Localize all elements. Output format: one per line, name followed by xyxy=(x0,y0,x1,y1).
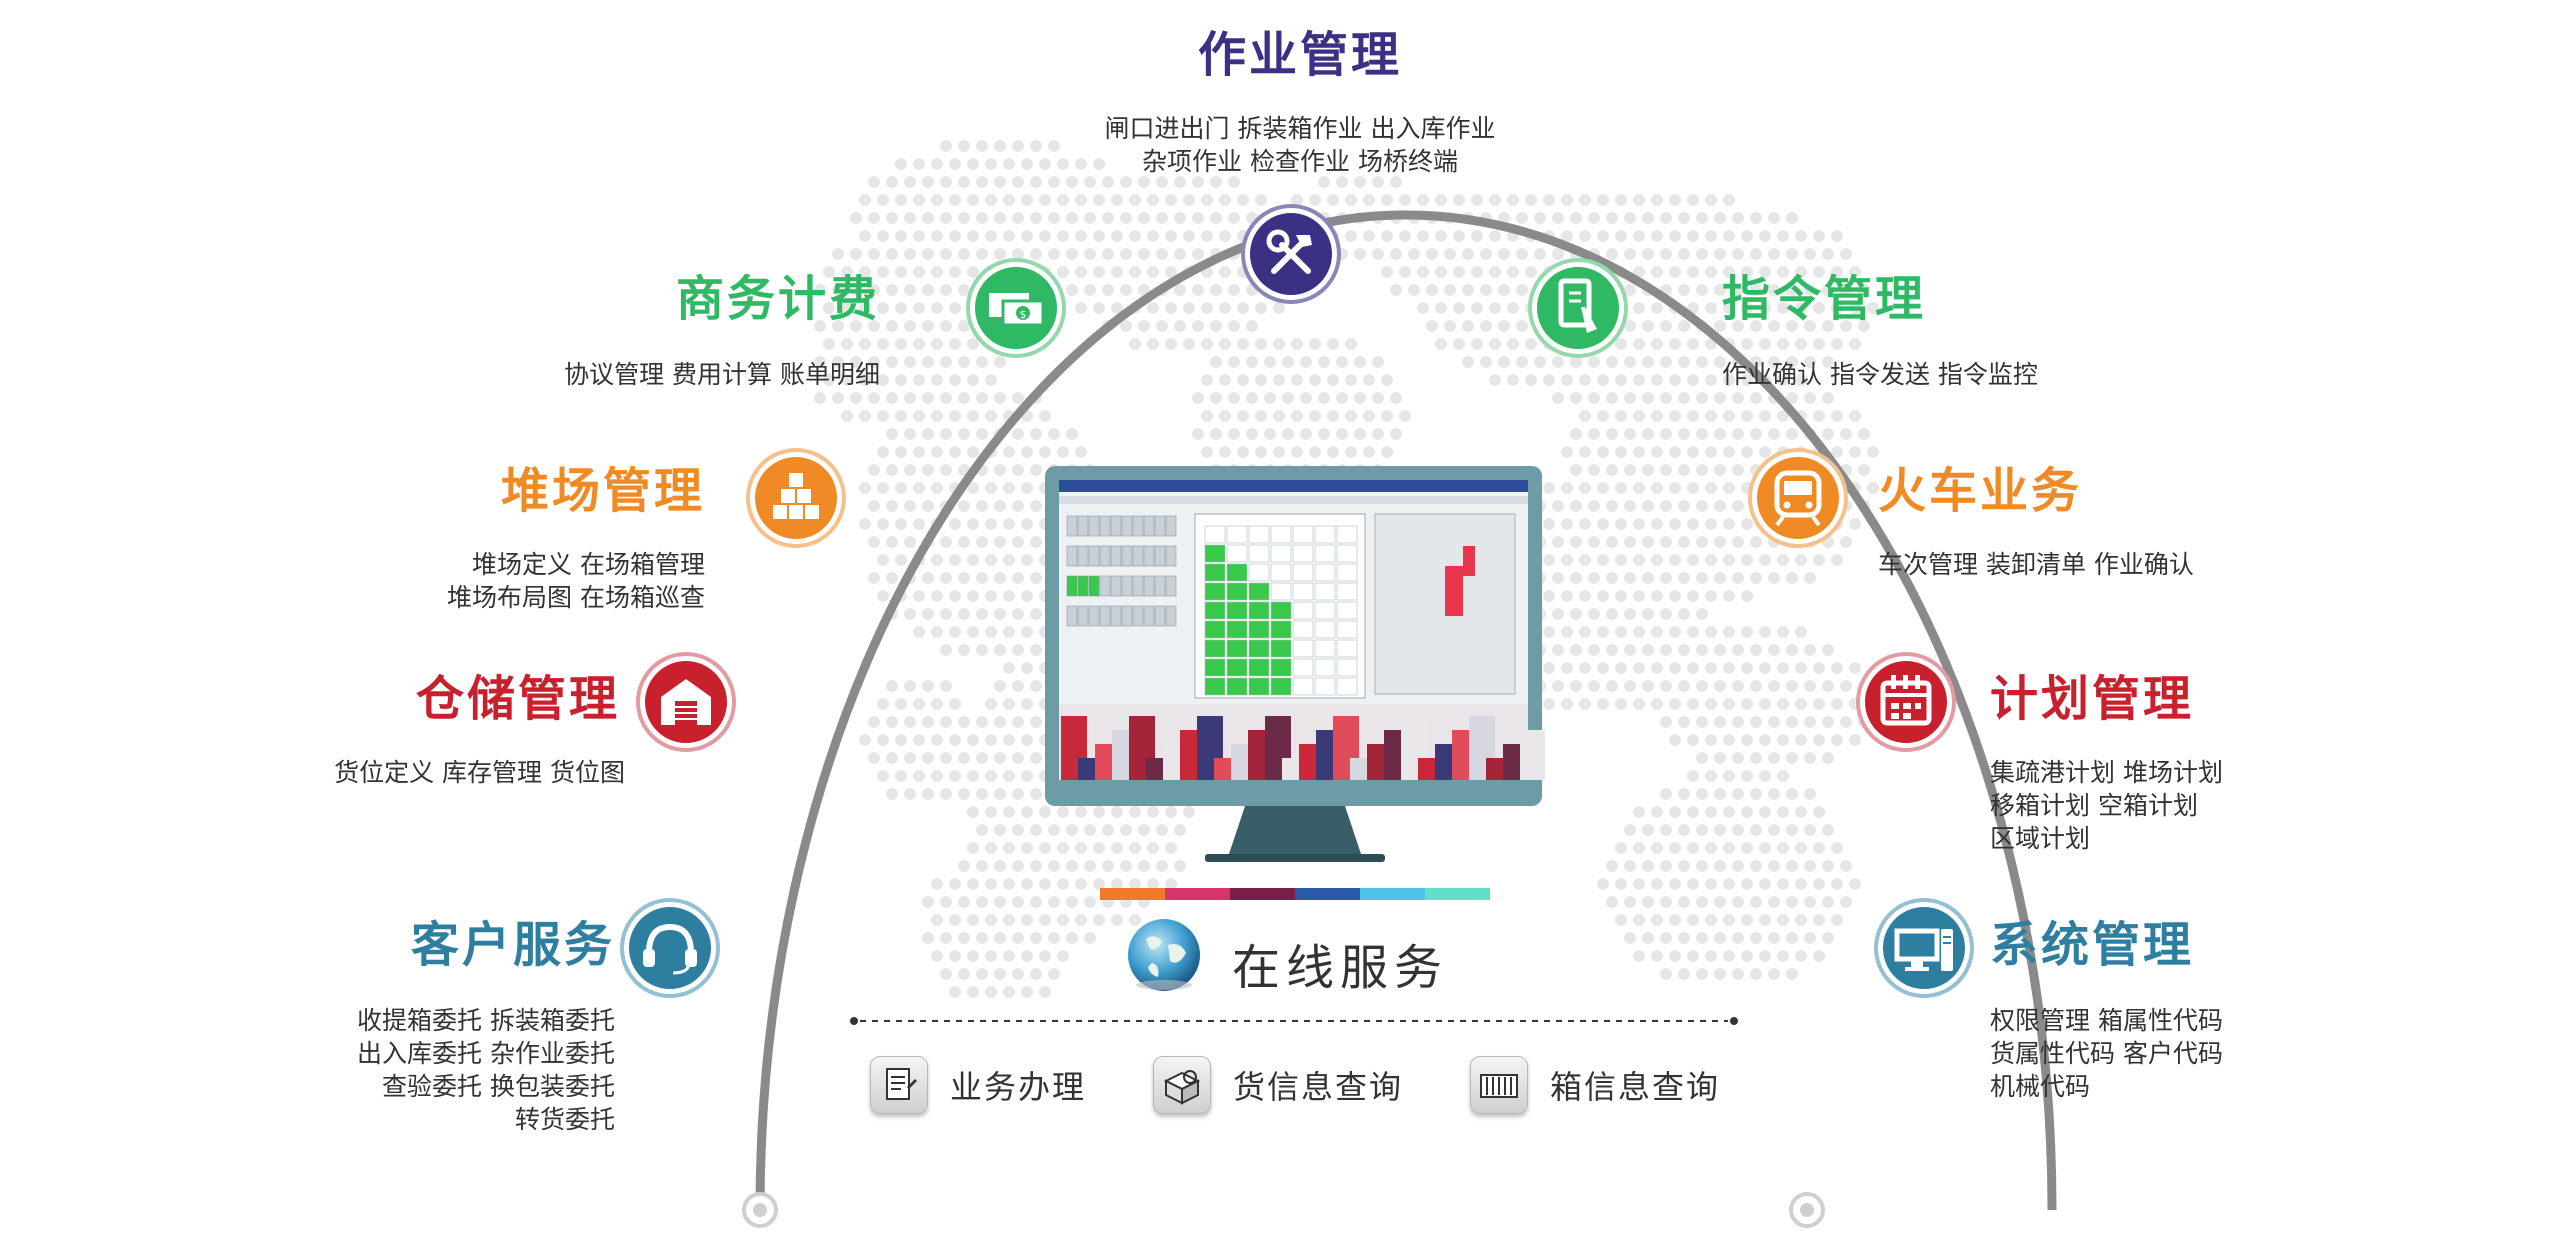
form-icon xyxy=(870,1056,928,1114)
module-customer-node[interactable] xyxy=(624,902,716,994)
cargo-icon xyxy=(1153,1056,1211,1114)
module-storage-desc: 货位定义 库存管理 货位图 xyxy=(334,758,625,787)
service-business[interactable]: 业务办理 xyxy=(870,1056,1086,1114)
money-icon: $ xyxy=(989,293,1045,327)
module-storage-node[interactable] xyxy=(640,656,732,748)
module-plan-title: 计划管理 xyxy=(1990,671,2195,727)
module-billing-desc: 协议管理 费用计算 账单明细 xyxy=(564,360,880,389)
globe-icon xyxy=(1128,919,1200,991)
module-system-title: 系统管理 xyxy=(1990,917,2195,973)
touch-icon xyxy=(1558,278,1597,333)
color-bar-segment xyxy=(1360,888,1425,900)
module-plan-desc: 集疏港计划 堆场计划移箱计划 空箱计划区域计划 xyxy=(1990,758,2223,853)
module-yard-desc: 堆场定义 在场箱管理堆场布局图 在场箱巡查 xyxy=(447,550,705,612)
monitor-illustration xyxy=(1045,466,1545,862)
module-customer-desc: 收提箱委托 拆装箱委托出入库委托 杂作业委托查验委托 换包装委托转货委托 xyxy=(357,1006,615,1134)
monitor-icon xyxy=(1894,928,1953,971)
color-bar-segment xyxy=(1230,888,1295,900)
module-yard-title: 堆场管理 xyxy=(500,463,705,519)
module-train-desc: 车次管理 装卸清单 作业确认 xyxy=(1878,550,2194,579)
module-command-node[interactable] xyxy=(1532,262,1624,354)
module-plan-node[interactable] xyxy=(1860,656,1952,748)
module-storage-title: 仓储管理 xyxy=(415,671,620,727)
service-container-query-label: 箱信息查询 xyxy=(1550,1068,1721,1106)
service-container-query[interactable]: 箱信息查询 xyxy=(1470,1056,1720,1114)
train-icon xyxy=(1774,470,1822,527)
module-command-desc: 作业确认 指令发送 指令监控 xyxy=(1722,360,2038,389)
service-business-label: 业务办理 xyxy=(950,1068,1087,1106)
color-bar-segment xyxy=(1165,888,1230,900)
color-bar-segment xyxy=(1100,888,1165,900)
module-train-title: 火车业务 xyxy=(1878,463,2083,519)
service-cargo-query-label: 货信息查询 xyxy=(1233,1068,1404,1106)
module-operation-desc: 闸口进出门 拆装箱作业 出入库作业杂项作业 检查作业 场桥终端 xyxy=(1104,114,1496,176)
module-billing-title: 商务计费 xyxy=(675,271,880,327)
svg-text:$: $ xyxy=(1020,308,1027,321)
boxes-icon xyxy=(773,473,819,519)
container-icon xyxy=(1470,1056,1528,1114)
calendar-icon xyxy=(1880,675,1932,726)
module-billing-node[interactable]: $ xyxy=(970,262,1062,354)
color-bar-segment xyxy=(1425,888,1490,900)
tools-icon xyxy=(1266,229,1312,274)
module-operation-node[interactable] xyxy=(1245,208,1337,300)
module-command-title: 指令管理 xyxy=(1722,271,1927,327)
module-train-node[interactable] xyxy=(1752,452,1844,544)
color-bar xyxy=(1100,888,1490,900)
online-service-title: 在线服务 xyxy=(1232,940,1449,996)
module-system-node[interactable] xyxy=(1878,902,1970,994)
dashed-divider xyxy=(850,1017,1738,1025)
color-bar-segment xyxy=(1295,888,1360,900)
service-cargo-query[interactable]: 货信息查询 xyxy=(1153,1056,1403,1114)
module-yard-node[interactable] xyxy=(750,452,842,544)
module-system-desc: 权限管理 箱属性代码货属性代码 客户代码机械代码 xyxy=(1990,1006,2223,1101)
headset-icon xyxy=(643,923,697,975)
module-customer-title: 客户服务 xyxy=(410,917,615,973)
warehouse-icon xyxy=(661,679,711,725)
module-operation-title: 作业管理 xyxy=(1197,27,1402,83)
